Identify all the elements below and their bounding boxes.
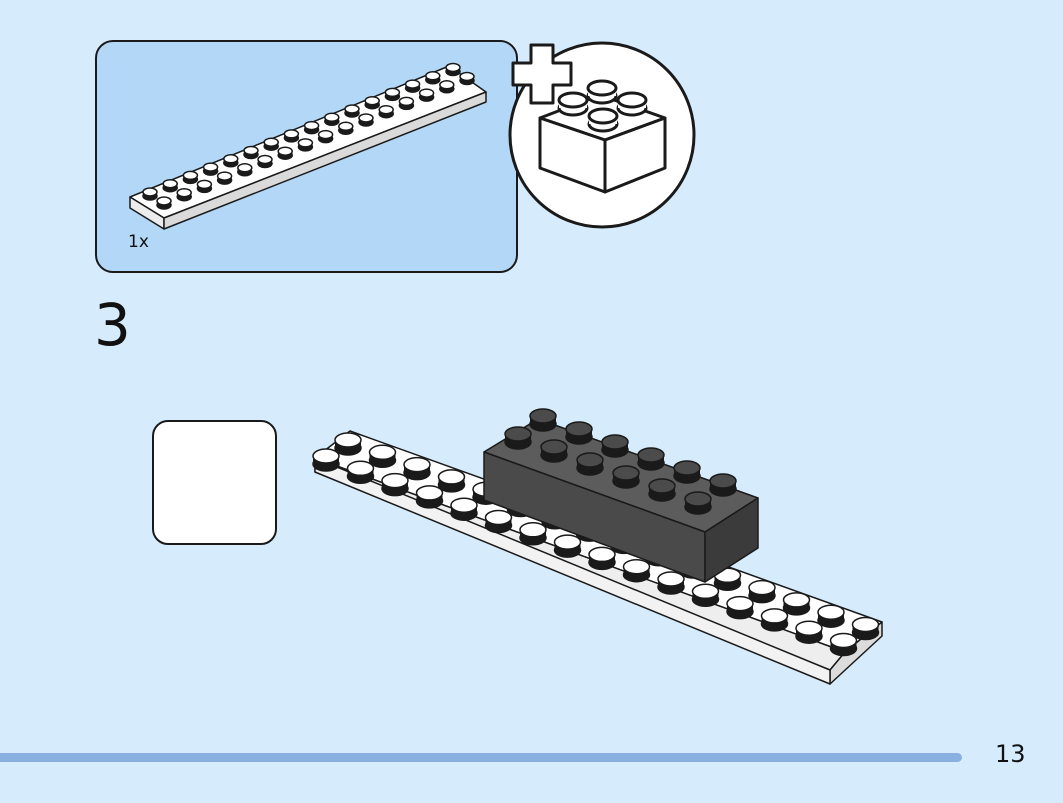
plate-stud xyxy=(312,448,340,472)
plate-stud xyxy=(459,71,475,86)
plate-stud xyxy=(622,558,651,583)
plate-stud xyxy=(176,187,192,202)
plate-stud xyxy=(344,104,360,118)
plate-stud xyxy=(404,79,421,93)
plate-stud xyxy=(588,546,616,571)
page-number: 13 xyxy=(995,740,1026,768)
brick-stud xyxy=(612,465,640,489)
plate-stud xyxy=(519,522,547,546)
plate-stud xyxy=(439,80,455,94)
plate-stud xyxy=(334,432,362,456)
plate-2x16-white-icon xyxy=(129,62,487,230)
plate-stud xyxy=(415,485,444,509)
plate-stud xyxy=(346,460,375,485)
brick-stud xyxy=(637,447,665,471)
plate-stud xyxy=(403,456,431,481)
plate-stud xyxy=(368,444,397,469)
plate-stud xyxy=(691,583,720,608)
plate-stud xyxy=(142,187,158,201)
plate-stud xyxy=(445,62,461,77)
plate-stud xyxy=(829,632,858,657)
plate-stud xyxy=(425,71,441,85)
brick-stud xyxy=(587,107,619,133)
plate-stud xyxy=(851,616,880,641)
plate-stud xyxy=(358,113,374,127)
brick-stud xyxy=(684,491,712,515)
brick-stud xyxy=(586,79,618,105)
plate-stud xyxy=(263,137,279,151)
plate-stud xyxy=(303,120,320,135)
part-quantity: 1x xyxy=(128,232,149,252)
brick-stud xyxy=(576,452,604,476)
plate-stud xyxy=(297,138,314,152)
brick-stud xyxy=(557,91,589,117)
plate-stud xyxy=(760,608,789,632)
plate-stud xyxy=(484,509,513,534)
plate-stud xyxy=(243,145,259,160)
plate-stud xyxy=(378,104,394,119)
plate-stud xyxy=(237,163,253,177)
plate-stud xyxy=(795,620,823,644)
plate-stud xyxy=(196,179,213,194)
plate-stud xyxy=(726,595,754,620)
brick-stud xyxy=(673,460,701,484)
plate-stud xyxy=(277,146,293,160)
model-assembly xyxy=(312,408,883,685)
plate-stud xyxy=(782,592,811,616)
plate-stud xyxy=(364,95,380,110)
plate-stud xyxy=(553,534,582,558)
brick-stud xyxy=(540,439,568,463)
plate-stud xyxy=(450,497,478,521)
plate-stud xyxy=(324,112,340,127)
plate-stud xyxy=(257,154,273,169)
brick-stud xyxy=(648,478,676,502)
brick-stud xyxy=(565,421,593,445)
step-number: 3 xyxy=(94,291,131,359)
plate-stud xyxy=(657,571,685,595)
plate-stud xyxy=(216,171,233,185)
plate-stud xyxy=(182,170,199,185)
brick-stud xyxy=(616,91,648,117)
brick-stud xyxy=(504,426,532,450)
plate-stud xyxy=(223,154,239,168)
plate-stud xyxy=(156,196,172,210)
brick-stud xyxy=(601,434,629,458)
plate-stud xyxy=(381,472,409,497)
plate-stud xyxy=(283,129,300,143)
plate-stud xyxy=(317,129,334,144)
plate-stud xyxy=(202,162,219,176)
plate-stud xyxy=(338,121,354,136)
brick-stud xyxy=(709,473,737,497)
brick-stud xyxy=(529,408,557,432)
plate-stud xyxy=(384,87,401,102)
rotate-icon-box xyxy=(152,420,277,545)
plate-stud xyxy=(418,88,435,102)
plus-brick-2x2-icon xyxy=(508,41,696,229)
plate-stud xyxy=(817,604,845,628)
plate-stud xyxy=(398,96,415,111)
plate-stud xyxy=(162,178,178,193)
footer-bar xyxy=(0,753,962,762)
plate-stud xyxy=(748,579,776,604)
plate-stud xyxy=(437,469,466,493)
